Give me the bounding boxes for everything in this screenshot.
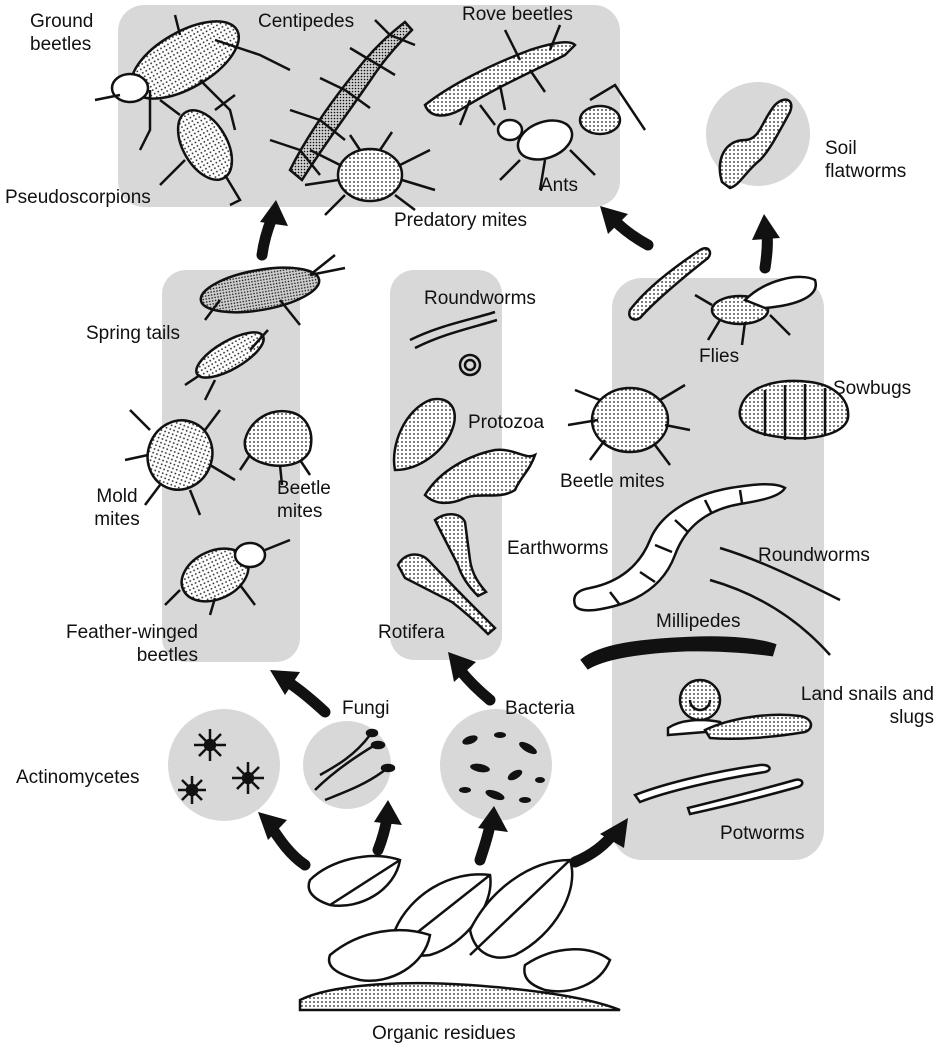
label-soil-flatworms: Soil flatworms [825,137,930,183]
arrow-to-shredders [575,818,628,862]
label-beetle-mites-right: Beetle mites [560,470,665,493]
label-protozoa: Protozoa [468,411,544,434]
label-pseudoscorpions: Pseudoscorpions [5,186,151,209]
arrow-to-flatworms [752,214,780,268]
label-rove-beetles: Rove beetles [462,3,573,26]
arrow-to-predators-left [260,200,288,255]
label-bacteria: Bacteria [505,697,575,720]
label-centipedes: Centipedes [258,10,354,33]
label-beetle-mites-left: Beetle mites [277,477,347,523]
label-rotifera: Rotifera [378,621,445,644]
arrow-to-actinomycetes [258,812,305,865]
label-flies: Flies [699,345,739,368]
label-spring-tails: Spring tails [86,322,180,345]
organic-residue-leaves-icon [300,856,620,1010]
actinomycetes-circle [168,709,280,821]
label-feather-winged-beetles: Feather-winged beetles [30,621,198,667]
arrow-to-fungi [374,800,402,850]
label-sowbugs: Sowbugs [833,377,911,400]
label-fungi: Fungi [342,697,390,720]
sowbug-icon [740,381,848,440]
label-ants: Ants [540,174,578,197]
label-land-snails-slugs: Land snails and slugs [778,683,934,729]
label-earthworms: Earthworms [507,537,608,560]
label-potworms: Potworms [720,822,804,845]
arrow-to-fungal-feeders [270,670,325,712]
label-ground-beetles: Ground beetles [30,10,140,56]
label-roundworms-mid: Roundworms [424,287,536,310]
label-millipedes: Millipedes [656,610,740,633]
arrow-to-predators-right [600,206,648,245]
label-mold-mites: Mold mites [82,485,152,531]
label-roundworms-right: Roundworms [758,544,870,567]
label-actinomycetes: Actinomycetes [16,766,140,789]
label-organic-residues: Organic residues [372,1022,516,1045]
bacteria-circle [440,709,552,821]
label-predatory-mites: Predatory mites [394,209,527,232]
